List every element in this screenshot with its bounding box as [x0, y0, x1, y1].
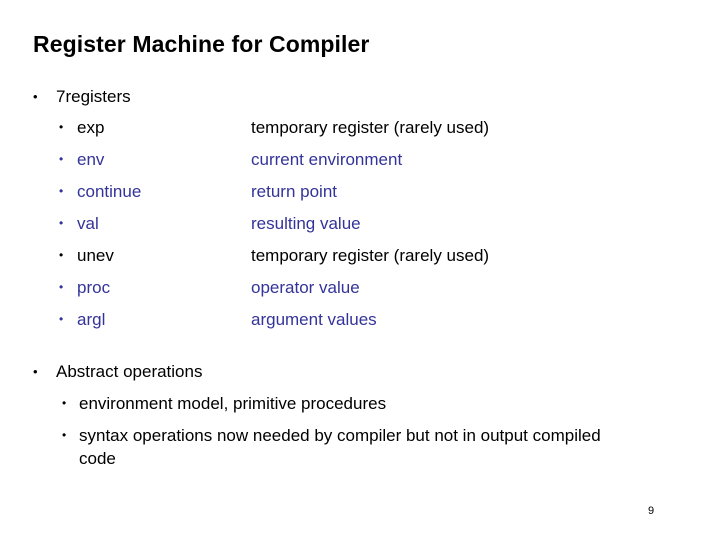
- bullet-glyph-icon: •: [59, 312, 64, 326]
- bullet-glyph-icon: •: [59, 248, 64, 262]
- register-row-proc: • proc operator value: [59, 277, 699, 309]
- bullet-glyph-icon: •: [59, 152, 64, 166]
- sub-bullet-label: syntax operations now needed by compiler…: [79, 426, 601, 468]
- register-row-continue: • continue return point: [59, 181, 699, 213]
- register-name: val: [77, 214, 99, 233]
- register-name: unev: [77, 246, 114, 265]
- register-row-argl: • argl argument values: [59, 309, 699, 341]
- bullet-registers-heading: • 7registers: [33, 86, 131, 108]
- register-name: continue: [77, 182, 142, 201]
- register-name: argl: [77, 310, 106, 329]
- bullet-abstract-operations-heading: • Abstract operations: [33, 361, 202, 383]
- bullet-glyph-icon: •: [59, 120, 64, 134]
- bullet-glyph-icon: •: [59, 216, 64, 230]
- bullet-glyph-icon: •: [59, 280, 64, 294]
- bullet-glyph-icon: •: [33, 89, 38, 104]
- bullet-glyph-icon: •: [59, 184, 64, 198]
- register-description: temporary register (rarely used): [251, 118, 490, 137]
- register-name: env: [77, 150, 105, 169]
- bullet-abstract-operations-label: Abstract operations: [56, 362, 203, 381]
- register-description: operator value: [251, 278, 360, 297]
- page-title: Register Machine for Compiler: [33, 31, 370, 57]
- sub-bullet-environment-model: • environment model, primitive procedure…: [62, 392, 607, 415]
- bullet-glyph-icon: •: [62, 396, 67, 410]
- bullet-glyph-icon: •: [62, 428, 67, 442]
- register-description: argument values: [251, 310, 377, 329]
- register-row-val: • val resulting value: [59, 213, 699, 245]
- register-name: exp: [77, 118, 105, 137]
- register-row-env: • env current environment: [59, 149, 699, 181]
- register-description: resulting value: [251, 214, 361, 233]
- bullet-glyph-icon: •: [33, 364, 38, 379]
- register-row-exp: • exp temporary register (rarely used): [59, 117, 699, 149]
- register-row-unev: • unev temporary register (rarely used): [59, 245, 699, 277]
- sub-bullet-syntax-operations: • syntax operations now needed by compil…: [62, 424, 607, 470]
- register-description: current environment: [251, 150, 403, 169]
- register-description: return point: [251, 182, 337, 201]
- register-description: temporary register (rarely used): [251, 246, 490, 265]
- sub-bullet-label: environment model, primitive procedures: [79, 394, 387, 413]
- page-number: 9: [648, 505, 655, 517]
- register-name: proc: [77, 278, 111, 297]
- bullet-registers-label: 7registers: [56, 87, 131, 106]
